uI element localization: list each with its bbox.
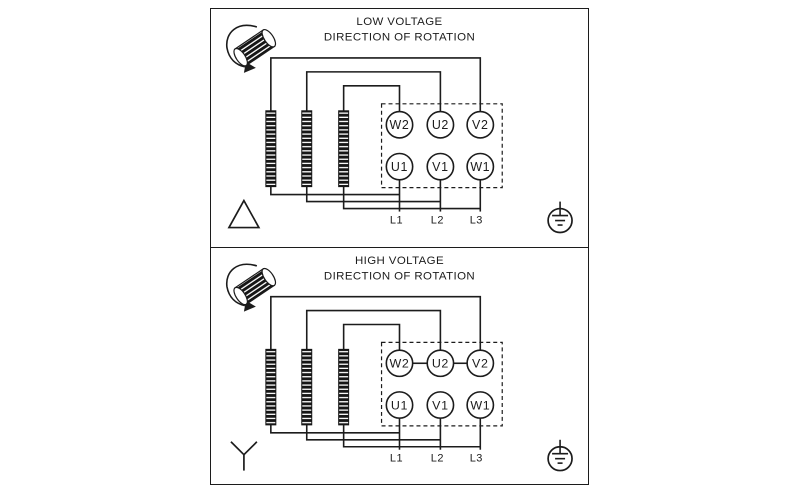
terminal-label: V1	[432, 160, 448, 174]
terminal-board-outline	[380, 341, 503, 426]
shaft-cylinder-icon	[233, 28, 277, 67]
terminal-board-outline	[380, 103, 503, 189]
jumper-wire-w2	[342, 85, 401, 112]
supply-line-label: L2	[431, 215, 444, 227]
panel-title: HIGH VOLTAGE	[355, 254, 444, 266]
terminal-label: W1	[470, 160, 490, 174]
diagram-frame: LOW VOLTAGE DIRECTION OF ROTATION	[210, 8, 589, 485]
rotation-direction-icon	[226, 263, 277, 312]
rotation-arrow	[226, 263, 258, 306]
supply-line-label: L3	[470, 215, 483, 227]
low-voltage-panel: LOW VOLTAGE DIRECTION OF ROTATION	[211, 9, 588, 247]
terminal-label: W2	[390, 356, 410, 370]
supply-cable-bar	[338, 348, 350, 425]
ground-symbol	[547, 439, 573, 471]
terminal-w2: W2	[385, 110, 414, 139]
terminal-u2: U2	[426, 348, 455, 377]
terminal-u2: U2	[426, 110, 455, 139]
terminal-v2: V2	[466, 110, 495, 139]
supply-line-label: L1	[390, 215, 403, 227]
supply-line-label: L3	[470, 452, 483, 464]
terminal-label: V2	[472, 356, 488, 370]
jumper-wire-v2	[270, 57, 482, 112]
terminal-label: U2	[432, 356, 449, 370]
rotation-direction-icon	[226, 24, 277, 73]
panel-subtitle: DIRECTION OF ROTATION	[324, 270, 475, 282]
terminal-u1: U1	[385, 390, 414, 419]
wye-symbol	[230, 440, 258, 471]
cable-connection-l2	[305, 424, 441, 441]
supply-line-label: L1	[390, 452, 403, 464]
jumper-wire-w2	[342, 323, 401, 350]
shaft-cylinder-icon	[233, 267, 277, 305]
terminal-w2: W2	[385, 348, 414, 377]
terminal-label: W2	[390, 118, 410, 132]
cable-connection-l3	[342, 424, 481, 448]
high-voltage-diagram: HIGH VOLTAGE DIRECTION OF ROTATION	[226, 254, 573, 471]
ground-symbol	[547, 201, 573, 234]
terminal-label: W1	[470, 398, 490, 412]
terminal-label: V1	[432, 398, 448, 412]
high-voltage-panel: HIGH VOLTAGE DIRECTION OF ROTATION	[211, 246, 588, 485]
supply-cable-bar	[301, 110, 313, 188]
jumper-wire-u2	[305, 71, 442, 112]
cable-connection-l3	[342, 186, 481, 210]
terminal-v1: V1	[426, 152, 455, 181]
cable-connection-l1	[270, 424, 400, 434]
supply-cable-bar	[265, 348, 277, 425]
supply-cable-bar	[338, 110, 350, 188]
panel-subtitle: DIRECTION OF ROTATION	[324, 31, 475, 43]
jumper-wire-v2	[270, 295, 482, 350]
terminal-w1: W1	[466, 390, 495, 419]
terminal-label: U2	[432, 118, 449, 132]
terminal-v2: V2	[466, 348, 495, 377]
delta-symbol	[227, 198, 261, 229]
cable-connection-l1	[270, 186, 400, 196]
terminal-label: V2	[472, 118, 488, 132]
panel-title: LOW VOLTAGE	[356, 16, 442, 28]
low-voltage-diagram: LOW VOLTAGE DIRECTION OF ROTATION	[226, 16, 573, 234]
jumper-wire-u2	[305, 309, 442, 350]
supply-cable-bar	[265, 110, 277, 188]
cable-connection-l2	[305, 186, 441, 203]
terminal-v1: V1	[426, 390, 455, 419]
terminal-u1: U1	[385, 152, 414, 181]
supply-cable-bar	[301, 348, 313, 425]
rotation-arrow	[226, 24, 258, 68]
terminal-label: U1	[391, 160, 408, 174]
supply-line-label: L2	[431, 452, 444, 464]
terminal-label: U1	[391, 398, 408, 412]
terminal-w1: W1	[466, 152, 495, 181]
